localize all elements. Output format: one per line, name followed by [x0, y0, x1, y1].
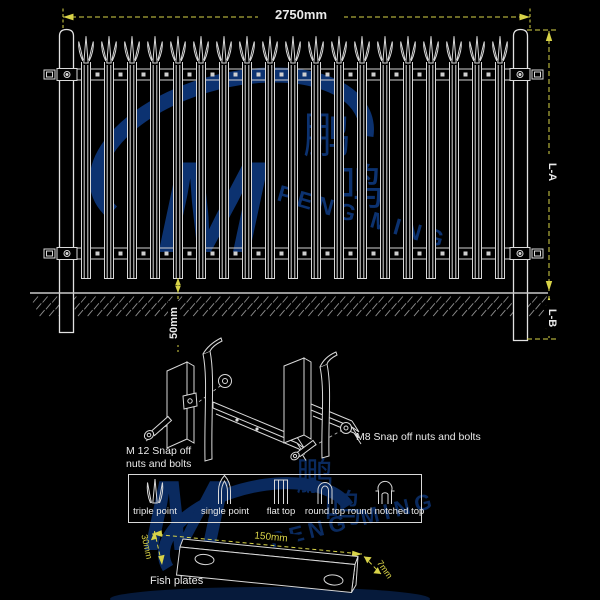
round-top-icon	[317, 482, 333, 504]
pale-top-label-triple-point: triple point	[133, 506, 177, 517]
ground-clearance-label: 50mm	[167, 301, 181, 346]
single-point-icon	[218, 474, 231, 504]
m8-assembly-detail	[283, 351, 362, 461]
height-above-ground-label: L-A	[545, 154, 559, 191]
pale-top-label-single-point: single point	[200, 506, 250, 517]
pale-top-types-box	[128, 474, 422, 523]
ground-hatch	[32, 296, 548, 317]
m12-label-line2: nuts and bolts	[126, 458, 192, 470]
m12-assembly-detail	[143, 337, 307, 462]
pale-top-label-round-notched-top: round notched top	[347, 506, 425, 517]
rail-bolt-heads	[95, 72, 491, 256]
flat-top-icon	[274, 479, 288, 504]
fish-plate-detail	[175, 538, 359, 594]
pale-top-label-round-top: round top	[304, 506, 346, 517]
round-notched-top-icon	[375, 480, 395, 504]
width-dimension-label: 2750mm	[258, 7, 344, 23]
post-fittings	[43, 68, 544, 260]
watermark-initial: M	[144, 134, 283, 279]
m8-label: M8 Snap off nuts and bolts	[356, 431, 481, 443]
svg-text:鹏: 鹏	[296, 457, 334, 499]
m12-label-line1: M 12 Snap off	[126, 445, 192, 457]
pale-top-label-flat-top: flat top	[266, 506, 296, 517]
triple-point-icon	[146, 478, 164, 504]
fence-pales	[78, 36, 508, 279]
svg-text:鸣: 鸣	[324, 489, 362, 531]
depth-below-ground-label: L-B	[545, 300, 559, 337]
fish-plates-title: Fish plates	[150, 575, 204, 587]
